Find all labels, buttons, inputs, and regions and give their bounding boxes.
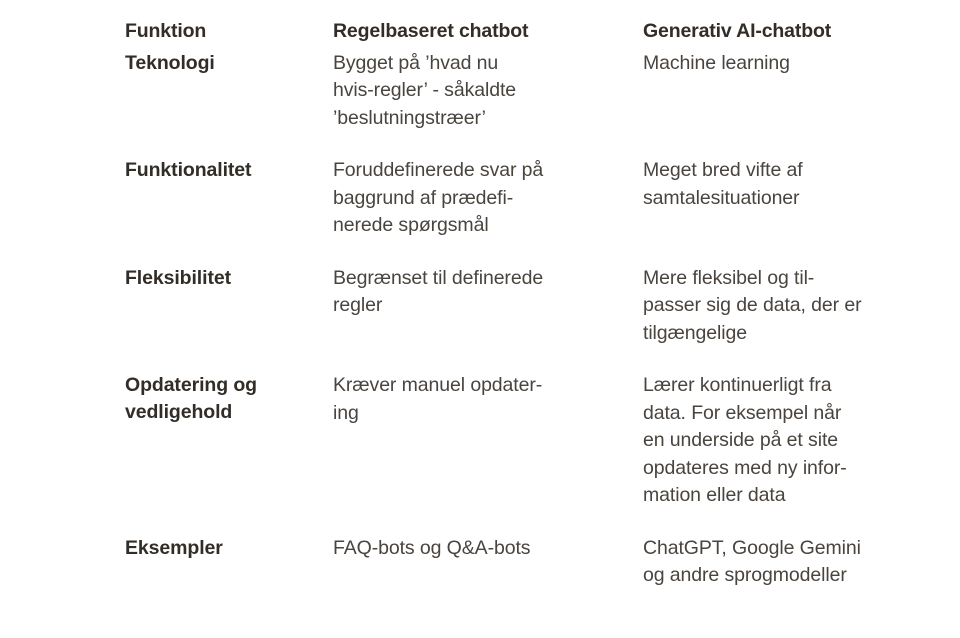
cell-text-line: Begrænset til definerede <box>333 266 544 289</box>
row-feature-label-cell: Funktionalitet <box>125 157 333 184</box>
table-row: Fleksibilitet Begrænset til definerede r… <box>125 265 945 348</box>
column-header-generative: Generativ AI-chatbot <box>643 18 945 45</box>
row-generative-cell: Machine learning <box>643 50 945 78</box>
cell-text-line: Mere fleksibel og til- <box>643 266 815 289</box>
cell-text-line: passer sig de data, der er <box>643 294 862 316</box>
row-feature-label-line: Funktionalitet <box>125 159 252 181</box>
row-rule-based-cell: Begrænset til definerede regler <box>333 265 643 320</box>
row-feature-label-cell: Opdatering og vedligehold <box>125 372 333 425</box>
cell-text-line: mation eller data <box>643 484 786 506</box>
column-header-rule-based-label: Regelbaseret chatbot <box>333 20 529 42</box>
table-grid: Funktion Regelbaseret chatbot Generativ … <box>125 18 945 590</box>
table-row: Teknologi Bygget på ’hvad nu hvis-regler… <box>125 50 945 133</box>
row-generative-cell: Meget bred vifte af samtalesituationer <box>643 157 945 212</box>
cell-text-line: hvis-regler’ - såkaldte <box>333 79 517 101</box>
cell-text-line: FAQ-bots og Q&A-bots <box>333 536 531 559</box>
cell-text-line: en underside på et site <box>643 429 839 451</box>
cell-text-line: Bygget på ’hvad nu <box>333 51 499 74</box>
row-generative-cell: Lærer kontinuerligt fra data. For eksemp… <box>643 372 945 510</box>
cell-text-line: opdateres med ny infor- <box>643 456 847 479</box>
row-generative-cell: Mere fleksibel og til- passer sig de dat… <box>643 265 945 348</box>
table-row: Opdatering og vedligehold Kræver manuel … <box>125 372 945 510</box>
column-header-rule-based: Regelbaseret chatbot <box>333 18 643 45</box>
cell-text-line: Machine learning <box>643 51 790 74</box>
row-rule-based-cell: Foruddefinerede svar på baggrund af præd… <box>333 157 643 240</box>
row-feature-label-line: Opdatering og <box>125 374 257 396</box>
row-feature-label-line: Fleksibilitet <box>125 266 231 289</box>
cell-text-line: ChatGPT, Google Gemini <box>643 536 861 559</box>
cell-text-line: samtalesituationer <box>643 186 800 209</box>
table-header-row: Funktion Regelbaseret chatbot Generativ … <box>125 18 945 45</box>
cell-text-line: Foruddefinerede svar på <box>333 159 544 181</box>
cell-text-line: Kræver manuel opdater- <box>333 374 543 396</box>
row-feature-label-cell: Eksempler <box>125 535 333 562</box>
cell-text-line: nerede spørgsmål <box>333 214 489 236</box>
table-row: Funktionalitet Foruddefinerede svar på b… <box>125 157 945 240</box>
table-row: Eksempler FAQ-bots og Q&A-bots ChatGPT, … <box>125 535 945 590</box>
cell-text-line: og andre sprogmodeller <box>643 564 847 586</box>
cell-text-line: tilgængelige <box>643 321 747 344</box>
column-header-feature-label: Funktion <box>125 20 207 42</box>
cell-text-line: ing <box>333 401 359 424</box>
row-generative-cell: ChatGPT, Google Gemini og andre sprogmod… <box>643 535 945 590</box>
row-rule-based-cell: Bygget på ’hvad nu hvis-regler’ - såkald… <box>333 50 643 133</box>
row-feature-label-cell: Teknologi <box>125 50 333 77</box>
row-rule-based-cell: Kræver manuel opdater- ing <box>333 372 643 427</box>
row-feature-label-line: Eksempler <box>125 536 223 559</box>
column-header-generative-label: Generativ AI-chatbot <box>643 20 832 42</box>
cell-text-line: data. For eksempel når <box>643 401 842 424</box>
cell-text-line: ’beslutningstræer’ <box>333 106 486 129</box>
cell-text-line: regler <box>333 294 383 316</box>
cell-text-line: Lærer kontinuerligt fra <box>643 374 832 396</box>
row-feature-label-line: vedligehold <box>125 400 233 423</box>
row-feature-label-line: Teknologi <box>125 51 215 74</box>
row-feature-label-cell: Fleksibilitet <box>125 265 333 292</box>
column-header-feature: Funktion <box>125 18 333 45</box>
cell-text-line: Meget bred vifte af <box>643 159 803 181</box>
cell-text-line: baggrund af prædefi- <box>333 186 514 209</box>
row-rule-based-cell: FAQ-bots og Q&A-bots <box>333 535 643 563</box>
